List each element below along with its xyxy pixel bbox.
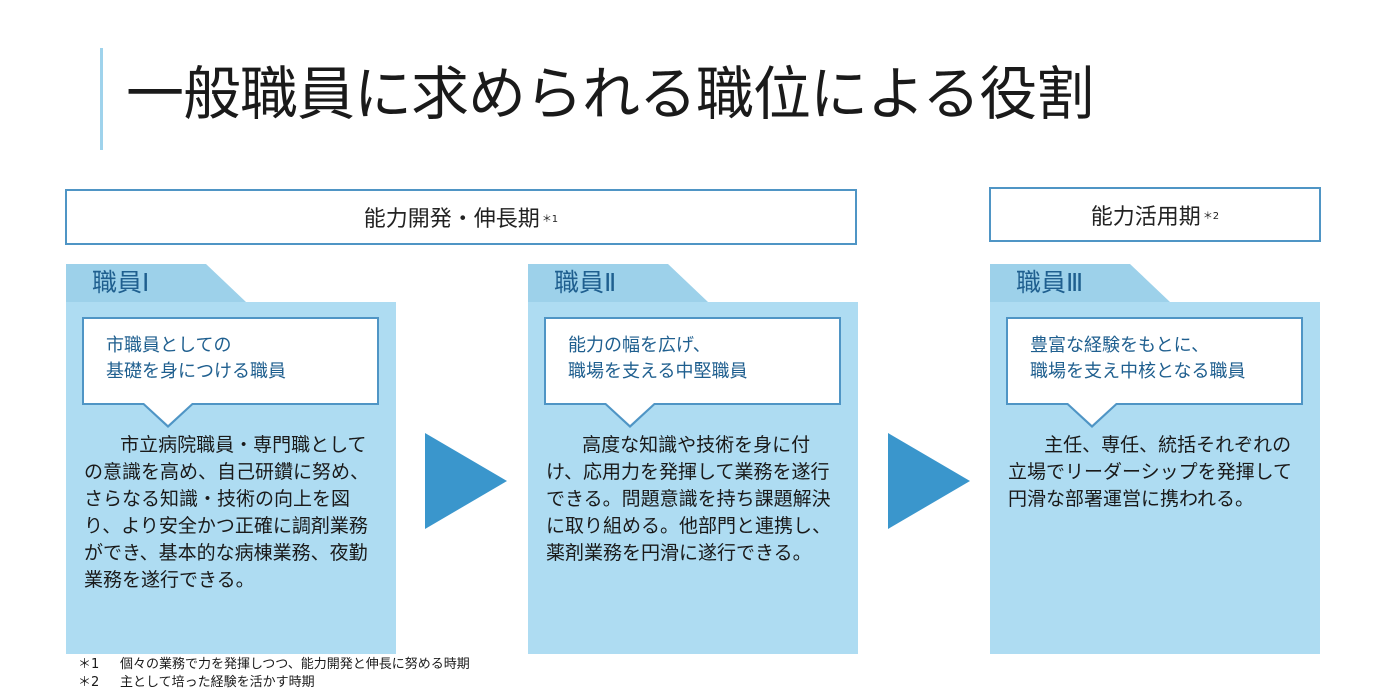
phase-utilization-label: 能力活用期 [1090, 204, 1201, 230]
phase-development-label: 能力開発・伸長期 [363, 207, 540, 232]
footnote-2-text: 主として培った経験を活かす時期 [120, 675, 315, 690]
staff-level-1-callout-text: 市職員としての 基礎を身につける職員 [106, 335, 286, 382]
staff-level-1-label: 職員Ⅰ [92, 268, 150, 297]
staff-level-3-callout: 豊富な経験をもとに、 職場を支え中核となる職員 [1006, 317, 1303, 405]
staff-level-2-column: 職員Ⅱ 能力の幅を広げ、 職場を支える中堅職員 高度な知識や技術を身に付け、応用… [528, 264, 858, 654]
staff-level-1-callout: 市職員としての 基礎を身につける職員 [82, 317, 379, 405]
staff-level-1-column: 職員Ⅰ 市職員としての 基礎を身につける職員 市立病院職員・専門職としての意識を… [66, 264, 396, 654]
staff-level-2-callout: 能力の幅を広げ、 職場を支える中堅職員 [544, 317, 841, 405]
right-arrow-icon [888, 433, 970, 529]
footnotes: ＊1 個々の業務で力を発揮しつつ、能力開発と伸長に努める時期 ＊2 主として培った経… [78, 656, 470, 692]
phase-utilization: 能力活用期＊2 [989, 187, 1321, 242]
staff-level-3-description: 主任、専任、統括それぞれの立場でリーダーシップを発揮して円滑な部署運営に携われる… [1008, 434, 1293, 510]
callout-pointer [144, 403, 192, 425]
footnote-1-mark: ＊1 [78, 657, 100, 672]
phase-utilization-mark: ＊2 [1202, 211, 1220, 222]
callout-pointer [1068, 403, 1116, 425]
staff-level-2-callout-text: 能力の幅を広げ、 職場を支える中堅職員 [568, 335, 748, 382]
page-title: 一般職員に求められる職位による役割 [126, 60, 1094, 128]
staff-level-3-column: 職員Ⅲ 豊富な経験をもとに、 職場を支え中核となる職員 主任、専任、統括それぞれ… [990, 264, 1320, 654]
footnote-2: ＊2 主として培った経験を活かす時期 [78, 674, 470, 692]
footnote-1-text: 個々の業務で力を発揮しつつ、能力開発と伸長に努める時期 [120, 657, 470, 672]
staff-level-2-label: 職員Ⅱ [554, 268, 617, 297]
footnote-1: ＊1 個々の業務で力を発揮しつつ、能力開発と伸長に努める時期 [78, 656, 470, 674]
title-accent-bar [100, 48, 103, 150]
staff-level-3-callout-text: 豊富な経験をもとに、 職場を支え中核となる職員 [1030, 335, 1246, 382]
phase-development: 能力開発・伸長期＊1 [65, 189, 857, 245]
right-arrow-icon [425, 433, 507, 529]
phase-development-mark: ＊1 [541, 213, 559, 225]
footnote-2-mark: ＊2 [78, 675, 100, 690]
staff-level-2-description: 高度な知識や技術を身に付け、応用力を発揮して業務を遂行できる。問題意識を持ち課題… [546, 434, 832, 564]
callout-pointer [606, 403, 654, 425]
staff-level-1-description: 市立病院職員・専門職としての意識を高め、自己研鑽に努め、さらなる知識・技術の向上… [84, 434, 370, 591]
staff-level-3-label: 職員Ⅲ [1016, 268, 1084, 297]
